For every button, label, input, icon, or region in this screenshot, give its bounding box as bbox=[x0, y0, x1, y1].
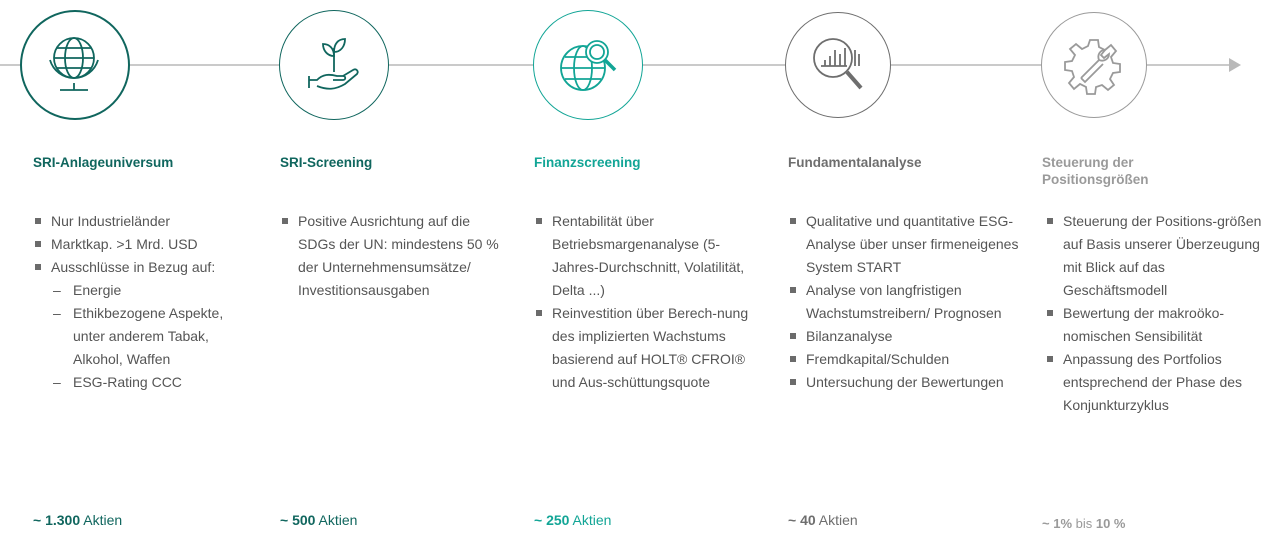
plant-hand-icon bbox=[308, 38, 359, 90]
step-5-icon-circle bbox=[1041, 12, 1147, 118]
step-1-bullets: Nur Industrieländer Marktkap. >1 Mrd. US… bbox=[33, 210, 243, 394]
bullet: Untersuchung der Bewertungen bbox=[788, 371, 1028, 394]
bullet: Analyse von langfristigen Wachstumstreib… bbox=[788, 279, 1028, 325]
globe-icon bbox=[49, 37, 99, 91]
step-5-title: Steuerung der Positionsgrößen bbox=[1042, 155, 1149, 187]
magnifier-chart-icon bbox=[813, 38, 863, 90]
count-value: 250 bbox=[546, 512, 570, 528]
sub-bullet: –Ethikbezogene Aspekte, unter anderem Ta… bbox=[33, 302, 243, 371]
step-3-icon-circle bbox=[533, 10, 643, 120]
bullet: Marktkap. >1 Mrd. USD bbox=[33, 233, 243, 256]
sub-bullet: –Energie bbox=[33, 279, 243, 302]
sub-bullet-text: Energie bbox=[73, 282, 122, 298]
step-1-title: SRI-Anlageuniversum bbox=[33, 155, 174, 170]
range-max: 10 % bbox=[1095, 516, 1126, 531]
step-4-bullets: Qualitative und quantitative ESG-Analyse… bbox=[788, 210, 1028, 394]
bullet: Reinvestition über Berech-nung des impli… bbox=[534, 302, 754, 394]
dash-marker: – bbox=[53, 305, 61, 321]
step-5-bullets: Steuerung der Positions-größen auf Basis… bbox=[1045, 210, 1266, 417]
dash-marker: – bbox=[53, 374, 61, 390]
bullet: Qualitative und quantitative ESG-Analyse… bbox=[788, 210, 1028, 279]
step-sri-screening: SRI-Screening Positive Ausrichtung auf d… bbox=[253, 0, 499, 536]
count-prefix: ~ bbox=[33, 512, 46, 528]
step-fundamental-analysis: Fundamentalanalyse Qualitative und quant… bbox=[761, 0, 1018, 536]
step-financial-screening: Finanzscreening Rentabilität über Betrie… bbox=[507, 0, 748, 536]
step-3-bullets: Rentabilität über Betriebsmargenanalyse … bbox=[534, 210, 754, 394]
step-1-count: ~ 1.300 Aktien bbox=[33, 512, 122, 528]
count-unit: Aktien bbox=[815, 512, 858, 528]
count-unit: Aktien bbox=[315, 512, 358, 528]
step-sri-universe: SRI-Anlageuniversum Nur Industrieländer … bbox=[0, 0, 230, 536]
bullet: Anpassung des Portfolios entsprechend de… bbox=[1045, 348, 1266, 417]
sub-bullet: –ESG-Rating CCC bbox=[33, 371, 243, 394]
range-separator: bis bbox=[1072, 516, 1096, 531]
step-4-icon-circle bbox=[785, 12, 891, 118]
gear-wrench-icon bbox=[1064, 39, 1121, 95]
step-5-range: ~ 1% bis 10 % bbox=[1042, 516, 1126, 531]
count-value: 500 bbox=[292, 512, 316, 528]
count-value: 40 bbox=[800, 512, 816, 528]
bullet: Bewertung der makroöko-nomischen Sensibi… bbox=[1045, 302, 1266, 348]
dash-marker: – bbox=[53, 282, 61, 298]
count-unit: Aktien bbox=[80, 512, 123, 528]
step-1-icon-circle bbox=[20, 10, 130, 120]
bullet: Fremdkapital/Schulden bbox=[788, 348, 1028, 371]
count-unit: Aktien bbox=[569, 512, 612, 528]
sub-bullet-text: ESG-Rating CCC bbox=[73, 374, 182, 390]
count-prefix: ~ bbox=[534, 512, 547, 528]
range-prefix: ~ bbox=[1042, 516, 1054, 531]
sub-bullet-text: Ethikbezogene Aspekte, unter anderem Tab… bbox=[73, 305, 224, 367]
bullet: Steuerung der Positions-größen auf Basis… bbox=[1045, 210, 1266, 302]
step-position-sizing: Steuerung der Positionsgrößen Steuerung … bbox=[1015, 0, 1266, 536]
step-2-icon-circle bbox=[279, 10, 389, 120]
count-prefix: ~ bbox=[280, 512, 293, 528]
bullet: Nur Industrieländer bbox=[33, 210, 243, 233]
count-prefix: ~ bbox=[788, 512, 801, 528]
step-2-count: ~ 500 Aktien bbox=[280, 512, 357, 528]
bullet: Ausschlüsse in Bezug auf: bbox=[33, 256, 243, 279]
globe-magnifier-icon bbox=[560, 40, 617, 91]
step-3-count: ~ 250 Aktien bbox=[534, 512, 611, 528]
count-value: 1.300 bbox=[45, 512, 81, 528]
step-4-title: Fundamentalanalyse bbox=[788, 155, 922, 170]
range-min: 1% bbox=[1053, 516, 1073, 531]
bullet: Bilanzanalyse bbox=[788, 325, 1028, 348]
step-2-bullets: Positive Ausrichtung auf die SDGs der UN… bbox=[280, 210, 500, 302]
bullet: Rentabilität über Betriebsmargenanalyse … bbox=[534, 210, 754, 302]
step-2-title: SRI-Screening bbox=[280, 155, 373, 170]
step-4-count: ~ 40 Aktien bbox=[788, 512, 858, 528]
step-3-title: Finanzscreening bbox=[534, 155, 641, 170]
bullet: Positive Ausrichtung auf die SDGs der UN… bbox=[280, 210, 500, 302]
